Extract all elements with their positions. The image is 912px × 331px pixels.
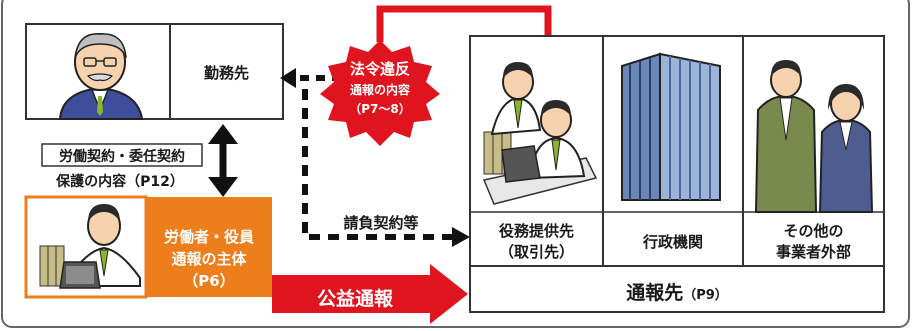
subcontract-dashed-arrow bbox=[302, 89, 470, 247]
government-building-illustration bbox=[621, 52, 721, 201]
destination-footer-label-wrap: 通報先（P9） bbox=[470, 278, 884, 305]
agency-label: 行政機関 bbox=[642, 233, 703, 251]
boss-illustration bbox=[58, 33, 144, 120]
violation-burst-badge bbox=[320, 40, 440, 146]
partner-workers-illustration bbox=[482, 62, 598, 205]
protection-label: 保護の内容（P12） bbox=[56, 174, 184, 190]
subcontract-label: 請負契約等 bbox=[343, 214, 419, 232]
contract-type-label: 労働契約・委任契約 bbox=[59, 149, 185, 165]
violation-line2: 通報の内容 bbox=[349, 83, 410, 97]
external-people-illustration bbox=[754, 60, 874, 213]
employer-label: 勤務先 bbox=[203, 64, 249, 82]
destination-footer-label: 通報先 bbox=[626, 282, 684, 304]
public-interest-report-arrow bbox=[272, 264, 468, 324]
contract-type-box bbox=[41, 143, 203, 167]
external-line2: 事業者外部 bbox=[775, 243, 851, 261]
reporter-page: （P6） bbox=[183, 272, 235, 290]
violation-title: 法令違反 bbox=[349, 60, 410, 78]
external-line1: その他の bbox=[783, 222, 844, 240]
partner-line1: 役務提供先 bbox=[498, 222, 574, 240]
reporter-line2: 通報の主体 bbox=[171, 250, 247, 268]
arrow-label: 公益通報 bbox=[316, 288, 393, 310]
partner-line2: （取引先） bbox=[498, 243, 574, 261]
violation-page: （P7〜8） bbox=[349, 102, 411, 116]
worker-illustration bbox=[39, 204, 141, 289]
destination-footer-box bbox=[469, 265, 885, 313]
reporter-orange-panel bbox=[146, 197, 272, 297]
contract-double-arrow bbox=[208, 124, 238, 197]
destination-footer-page: （P9） bbox=[683, 288, 728, 303]
reporter-line1: 労働者・役員 bbox=[163, 228, 254, 246]
